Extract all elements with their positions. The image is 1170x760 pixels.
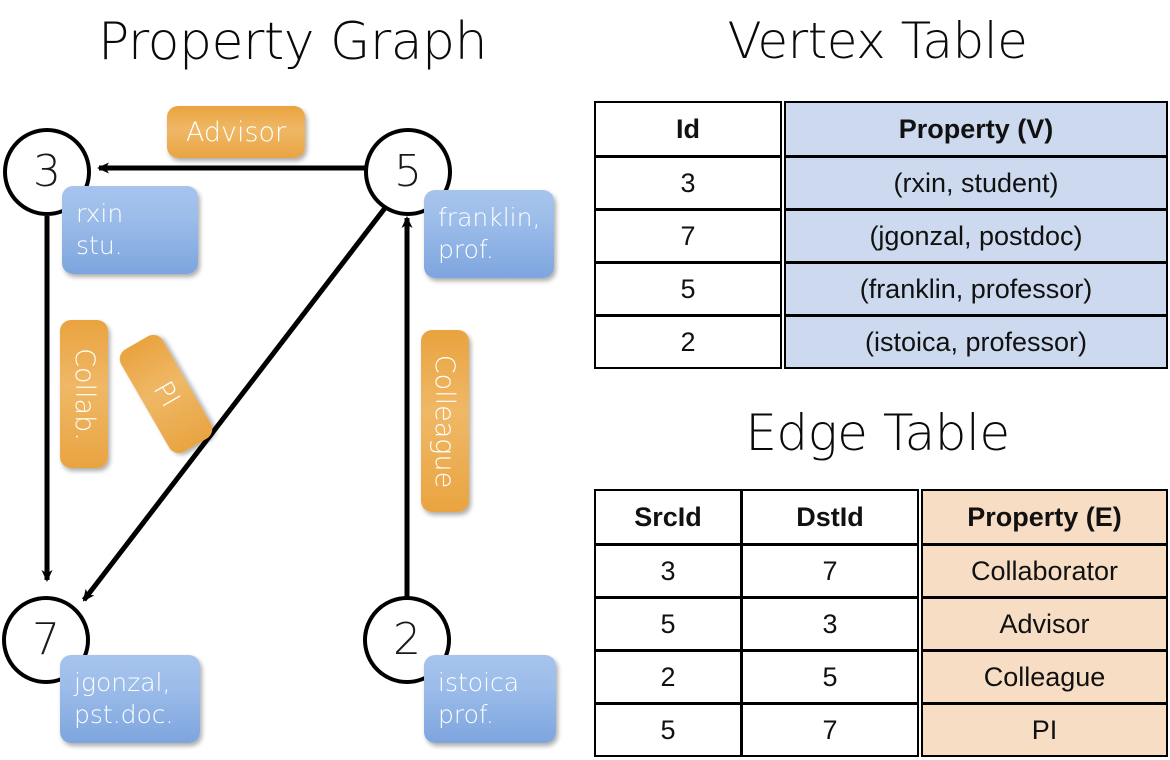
edge-table-row-1-dstid: 3 bbox=[741, 597, 919, 651]
graph-node-3-label: 3 bbox=[33, 146, 61, 197]
edge-table-row-0-srcid: 3 bbox=[594, 544, 742, 598]
vertex-table-row-3-property: (istoica, professor) bbox=[784, 315, 1168, 369]
edge-table-row-0-dstid: 7 bbox=[741, 544, 919, 598]
edge-table-row-0-property: Collaborator bbox=[921, 544, 1168, 598]
graph-node-5[interactable]: 5 bbox=[364, 128, 452, 216]
edge-label-collab: Collab. bbox=[60, 320, 108, 468]
edge-line-5-to-7 bbox=[82, 206, 387, 602]
vertex-table-row-1-id: 7 bbox=[594, 209, 782, 263]
edge-table-row-1-srcid: 5 bbox=[594, 597, 742, 651]
vertex-table-header-id: Id bbox=[594, 101, 782, 157]
edge-table-row-3-dstid: 7 bbox=[741, 703, 919, 757]
vertex-table-row-2-id: 5 bbox=[594, 262, 782, 316]
edge-table-row-2-srcid: 2 bbox=[594, 650, 742, 704]
edge-label-colleague-text: Colleague bbox=[429, 354, 461, 488]
vertex-table-row-2-property: (franklin, professor) bbox=[784, 262, 1168, 316]
property-graph-diagram: 3 5 7 2 rxin stu. franklin, prof. jgonza… bbox=[2, 106, 556, 743]
vertex-table-row-0-id: 3 bbox=[594, 156, 782, 210]
page-title-vertex-table: Vertex Table bbox=[727, 12, 1028, 70]
edge-label-advisor: Advisor bbox=[167, 106, 305, 158]
vertex-property-box-7: jgonzal, pst.doc. bbox=[60, 655, 200, 743]
edge-table-header-srcid: SrcId bbox=[594, 489, 742, 545]
vertex-table-row-3-id: 2 bbox=[594, 315, 782, 369]
page-title-edge-table: Edge Table bbox=[745, 404, 1010, 462]
page-title-property-graph: Property Graph bbox=[97, 12, 488, 72]
edge-table-header-dstid: DstId bbox=[741, 489, 919, 545]
graph-node-2-label: 2 bbox=[393, 614, 421, 665]
graph-node-5-label: 5 bbox=[394, 146, 422, 197]
edge-label-colleague: Colleague bbox=[421, 330, 469, 512]
vertex-property-box-2: istoica prof. bbox=[424, 655, 556, 743]
vertex-property-box-3: rxin stu. bbox=[62, 186, 198, 274]
edge-table-row-3-property: PI bbox=[921, 703, 1168, 757]
edge-table-row-1-property: Advisor bbox=[921, 597, 1168, 651]
graph-node-7-label: 7 bbox=[32, 614, 60, 665]
vertex-table-row-0-property: (rxin, student) bbox=[784, 156, 1168, 210]
edge-table-row-3-srcid: 5 bbox=[594, 703, 742, 757]
edge-label-collab-text: Collab. bbox=[68, 347, 100, 441]
graph-node-2[interactable]: 2 bbox=[363, 596, 451, 684]
edge-table-row-2-property: Colleague bbox=[921, 650, 1168, 704]
vertex-property-box-5: franklin, prof. bbox=[424, 190, 554, 278]
vertex-table-header-property: Property (V) bbox=[784, 101, 1168, 157]
graph-edge-lines bbox=[41, 162, 413, 602]
edge-label-pi-text: PI bbox=[146, 375, 186, 413]
vertex-table-row-1-property: (jgonzal, postdoc) bbox=[784, 209, 1168, 263]
edge-label-advisor-text: Advisor bbox=[185, 116, 287, 148]
edge-table-row-2-dstid: 5 bbox=[741, 650, 919, 704]
edge-table-header-property: Property (E) bbox=[921, 489, 1168, 545]
